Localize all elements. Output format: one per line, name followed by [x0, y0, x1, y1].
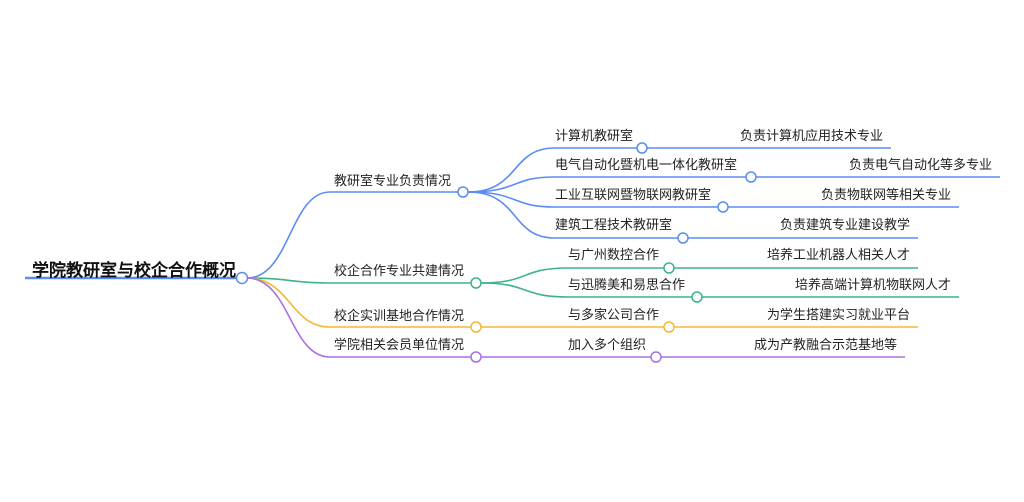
- root-node[interactable]: 学院教研室与校企合作概况: [32, 261, 236, 281]
- leaf-node[interactable]: 负责计算机应用技术专业: [739, 129, 883, 144]
- leaf-node[interactable]: 培养高端计算机物联网人才: [794, 278, 951, 293]
- sub-node[interactable]: 计算机教研室: [555, 129, 634, 144]
- node-handle[interactable]: [470, 351, 482, 363]
- node-handle[interactable]: [663, 321, 675, 333]
- leaf-node[interactable]: 负责电气自动化等多专业: [848, 158, 992, 173]
- sub-node[interactable]: 与迅腾美和易思合作: [568, 278, 686, 293]
- leaf-node[interactable]: 成为产教融合示范基地等: [753, 338, 897, 353]
- node-handle[interactable]: [470, 321, 482, 333]
- branch-blue-lines: [246, 147, 1000, 279]
- branch-node[interactable]: 学院相关会员单位情况: [334, 338, 465, 353]
- branch-node[interactable]: 校企实训基地合作情况: [334, 309, 465, 324]
- node-handle[interactable]: [717, 201, 729, 213]
- node-handle[interactable]: [745, 171, 757, 183]
- leaf-node[interactable]: 为学生搭建实习就业平台: [766, 308, 910, 323]
- leaf-node[interactable]: 负责建筑专业建设教学: [779, 218, 910, 233]
- node-handle[interactable]: [457, 186, 469, 198]
- node-handle[interactable]: [691, 291, 703, 303]
- branch-node[interactable]: 教研室专业负责情况: [334, 174, 452, 189]
- node-handle[interactable]: [663, 262, 675, 274]
- sub-node[interactable]: 工业互联网暨物联网教研室: [555, 188, 712, 203]
- root-node-handle[interactable]: [235, 271, 249, 285]
- node-handle[interactable]: [470, 277, 482, 289]
- node-handle[interactable]: [650, 351, 662, 363]
- node-handle[interactable]: [636, 142, 648, 154]
- sub-node[interactable]: 加入多个组织: [568, 338, 647, 353]
- branch-purple-lines: [246, 277, 905, 358]
- node-handle[interactable]: [677, 232, 689, 244]
- leaf-node[interactable]: 培养工业机器人相关人才: [766, 248, 910, 263]
- sub-node[interactable]: 与多家公司合作: [568, 308, 660, 323]
- sub-node[interactable]: 建筑工程技术教研室: [555, 218, 673, 233]
- branch-orange-lines: [246, 277, 918, 328]
- sub-node[interactable]: 与广州数控合作: [568, 248, 660, 263]
- branch-node[interactable]: 校企合作专业共建情况: [334, 264, 465, 279]
- leaf-node[interactable]: 负责物联网等相关专业: [820, 188, 951, 203]
- sub-node[interactable]: 电气自动化暨机电一体化教研室: [555, 158, 738, 173]
- branch-green-lines: [246, 267, 959, 298]
